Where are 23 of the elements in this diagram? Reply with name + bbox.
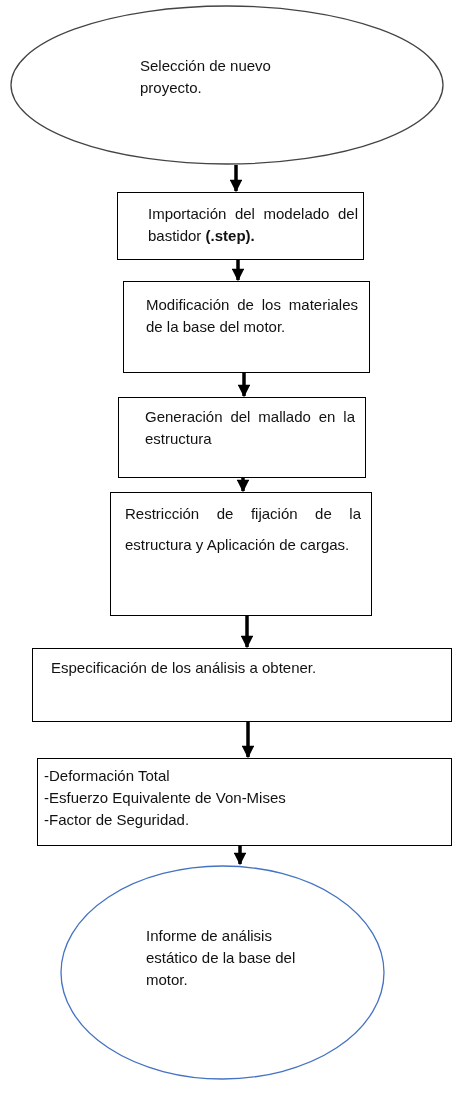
process-box <box>123 281 370 373</box>
step-text: Informe de análisis estático de la base del motor. <box>146 926 297 990</box>
arrow <box>240 616 254 649</box>
process-box <box>37 758 452 846</box>
arrow <box>236 478 250 493</box>
step-text: -Factor de Seguridad. <box>44 809 191 830</box>
process-box <box>118 397 366 478</box>
arrow <box>241 722 255 759</box>
arrow <box>237 373 251 398</box>
process-box <box>32 648 452 722</box>
step-text: Importación del modelado del bastidor (.step). <box>148 204 358 246</box>
step-text: Modificación de los materiales de la base del motor. <box>146 295 358 337</box>
process-box <box>117 192 364 260</box>
step-text: Especificación de los análisis a obtener. <box>51 658 318 678</box>
process-box <box>110 492 372 616</box>
arrow <box>229 165 243 193</box>
step-text: Restricción de fijación de la estructura y Aplicación de cargas. <box>125 504 361 555</box>
step-text: -Esfuerzo Equivalente de Von-Mises <box>44 787 287 808</box>
arrow <box>233 846 247 866</box>
step-text: -Deformación Total <box>44 766 171 786</box>
step-text: Selección de nuevo proyecto. <box>140 56 272 98</box>
step-text: Generación del mallado en la estructura <box>145 407 355 449</box>
arrow <box>231 260 245 282</box>
